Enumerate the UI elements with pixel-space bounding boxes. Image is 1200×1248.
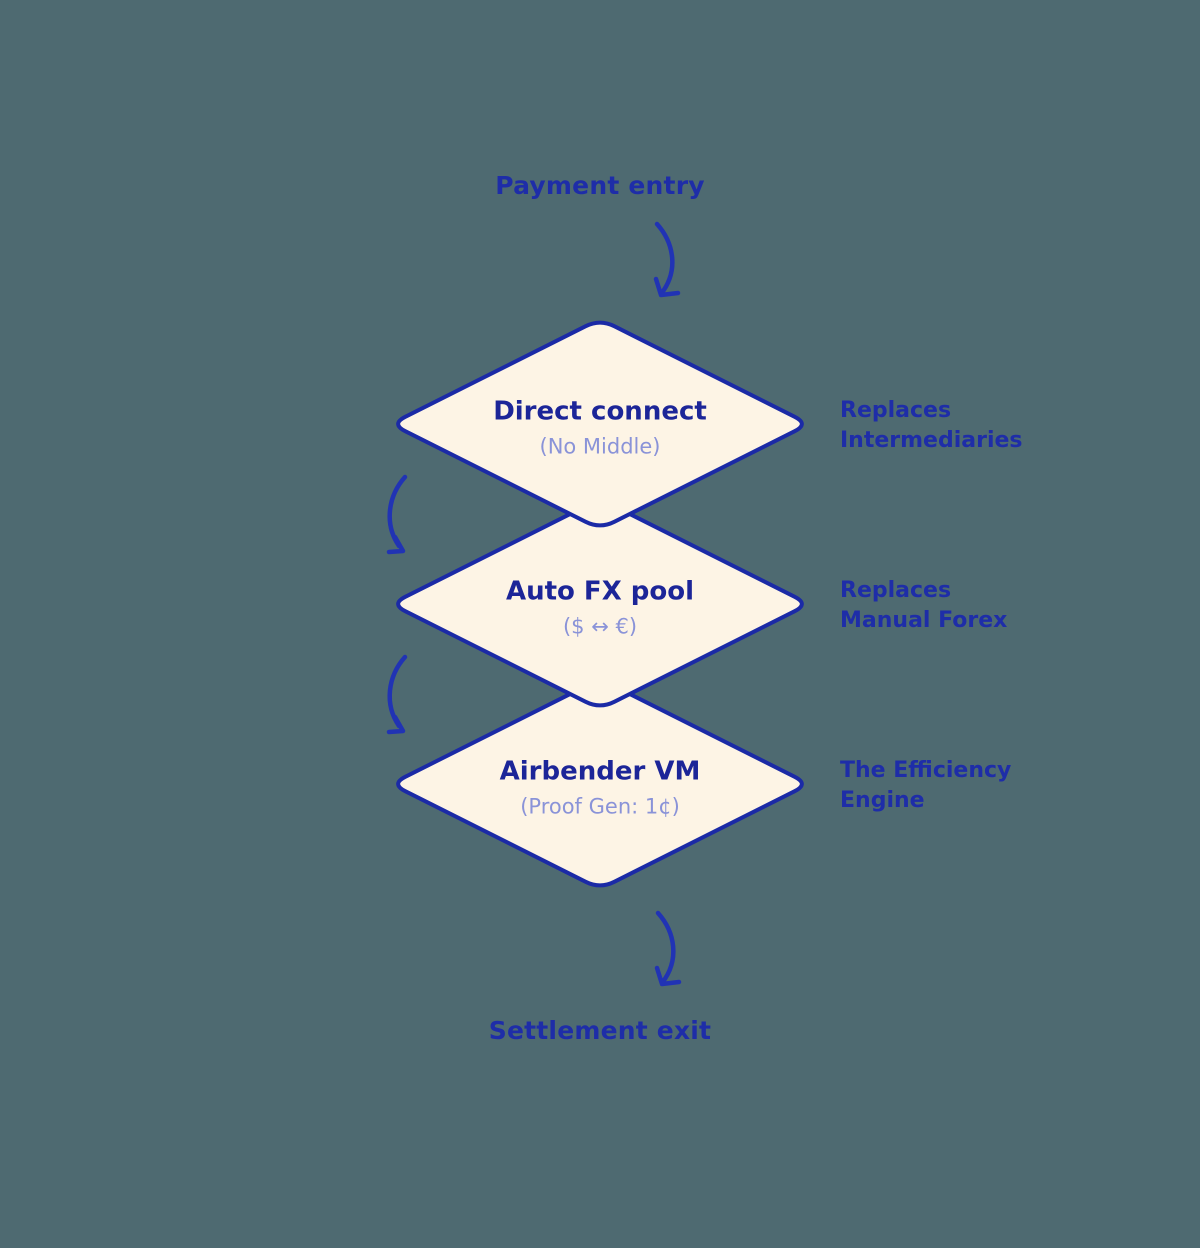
side-note-airbender-vm: The Efficiency Engine <box>840 756 1040 816</box>
side-note-line: Intermediaries <box>840 428 1023 453</box>
side-note-direct-connect: Replaces Intermediaries <box>840 396 1040 456</box>
entry-label: Payment entry <box>495 171 705 200</box>
diamond-airbender-vm <box>396 680 804 888</box>
side-note-line: Replaces <box>840 578 952 603</box>
side-note-line: Manual Forex <box>840 608 1008 633</box>
arrow-group <box>386 221 682 987</box>
arrow-down-entry-icon <box>653 221 681 298</box>
side-note-line: Replaces <box>840 398 952 423</box>
side-note-line: The Efficiency <box>840 758 1012 783</box>
arrow-down-exit-icon <box>654 910 682 987</box>
arrow-down-step1-icon <box>386 474 408 555</box>
side-note-line: Engine <box>840 788 925 813</box>
exit-label: Settlement exit <box>488 1016 712 1045</box>
diamond-group <box>396 320 804 888</box>
diamond-direct-connect <box>396 320 804 528</box>
diamond-auto-fx-pool <box>396 500 804 708</box>
arrow-down-step2-icon <box>386 654 408 735</box>
side-note-auto-fx-pool: Replaces Manual Forex <box>840 576 1040 636</box>
